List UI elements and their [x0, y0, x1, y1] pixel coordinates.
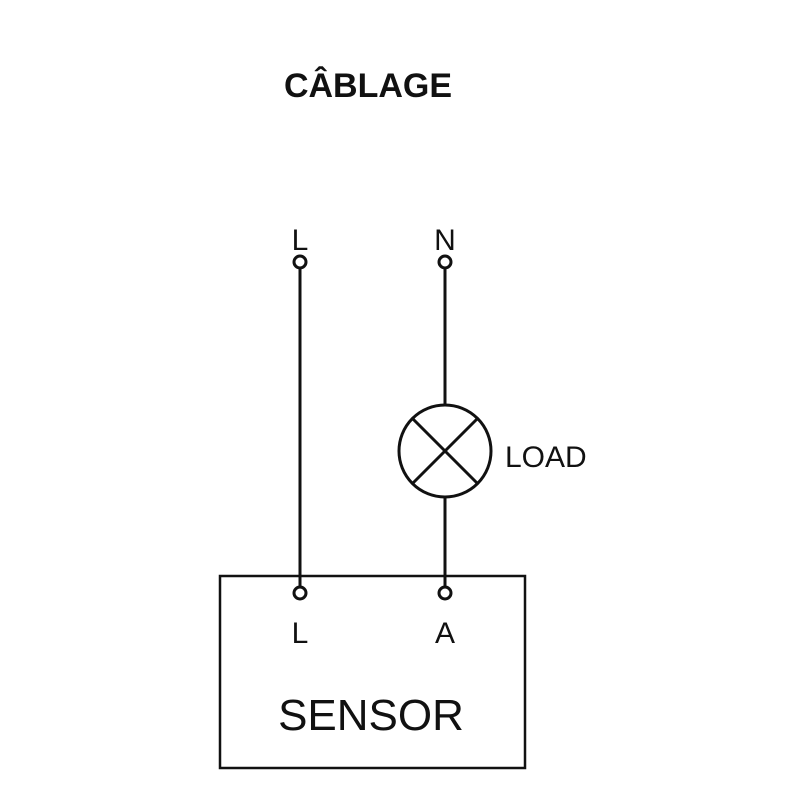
top-terminal-label-l: L — [292, 224, 309, 257]
terminal-n-top — [437, 254, 453, 270]
terminal-l-sensor — [292, 585, 308, 601]
diagram-title: CÂBLAGE — [284, 67, 452, 105]
load-label: LOAD — [505, 441, 587, 474]
sensor-terminal-label-l: L — [292, 617, 309, 650]
sensor-terminal-label-a: A — [435, 617, 455, 650]
lamp-load-icon — [397, 403, 493, 499]
sensor-label: SENSOR — [278, 691, 464, 740]
top-terminal-label-n: N — [434, 224, 456, 257]
terminal-l-top — [292, 254, 308, 270]
terminal-a-sensor — [437, 585, 453, 601]
sensor-box — [218, 574, 527, 770]
